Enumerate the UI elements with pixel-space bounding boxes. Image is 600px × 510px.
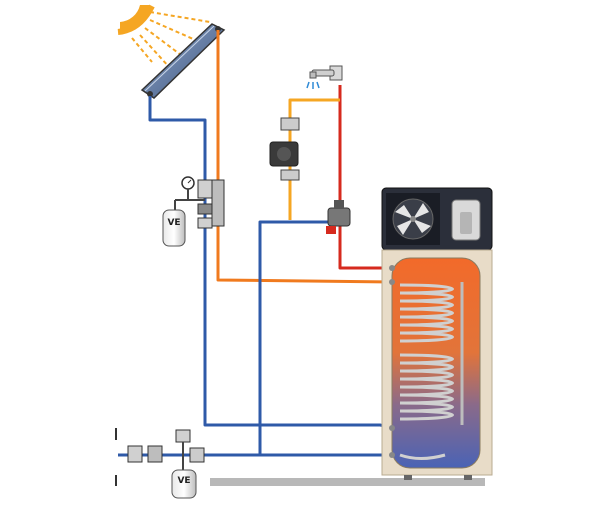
cold-to-mixer-pipe — [258, 220, 330, 455]
mixing-valve-icon — [326, 200, 351, 234]
pipes — [118, 30, 396, 457]
solar-supply-pipe — [216, 30, 396, 284]
solar-station: VE — [162, 176, 225, 247]
heat-exchanger-coil — [399, 282, 464, 425]
cold-inlet-group: VE — [115, 428, 205, 499]
valve-icon — [197, 179, 225, 229]
fan-icon — [392, 198, 434, 240]
heat-pump-unit — [381, 187, 493, 251]
storage-tank — [381, 249, 493, 480]
expansion-vessel-label: VE — [177, 476, 190, 486]
expansion-vessel-icon: VE — [171, 469, 197, 499]
solar-panel — [140, 23, 226, 99]
expansion-vessel-icon: VE — [162, 209, 186, 247]
gauge-icon — [181, 176, 195, 190]
pump-icon — [269, 117, 300, 181]
sun-icon — [117, 4, 211, 69]
floor — [210, 478, 485, 486]
faucet-icon — [306, 65, 343, 89]
expansion-vessel-label: VE — [167, 218, 180, 228]
hot-outlet-pipe — [338, 225, 395, 270]
